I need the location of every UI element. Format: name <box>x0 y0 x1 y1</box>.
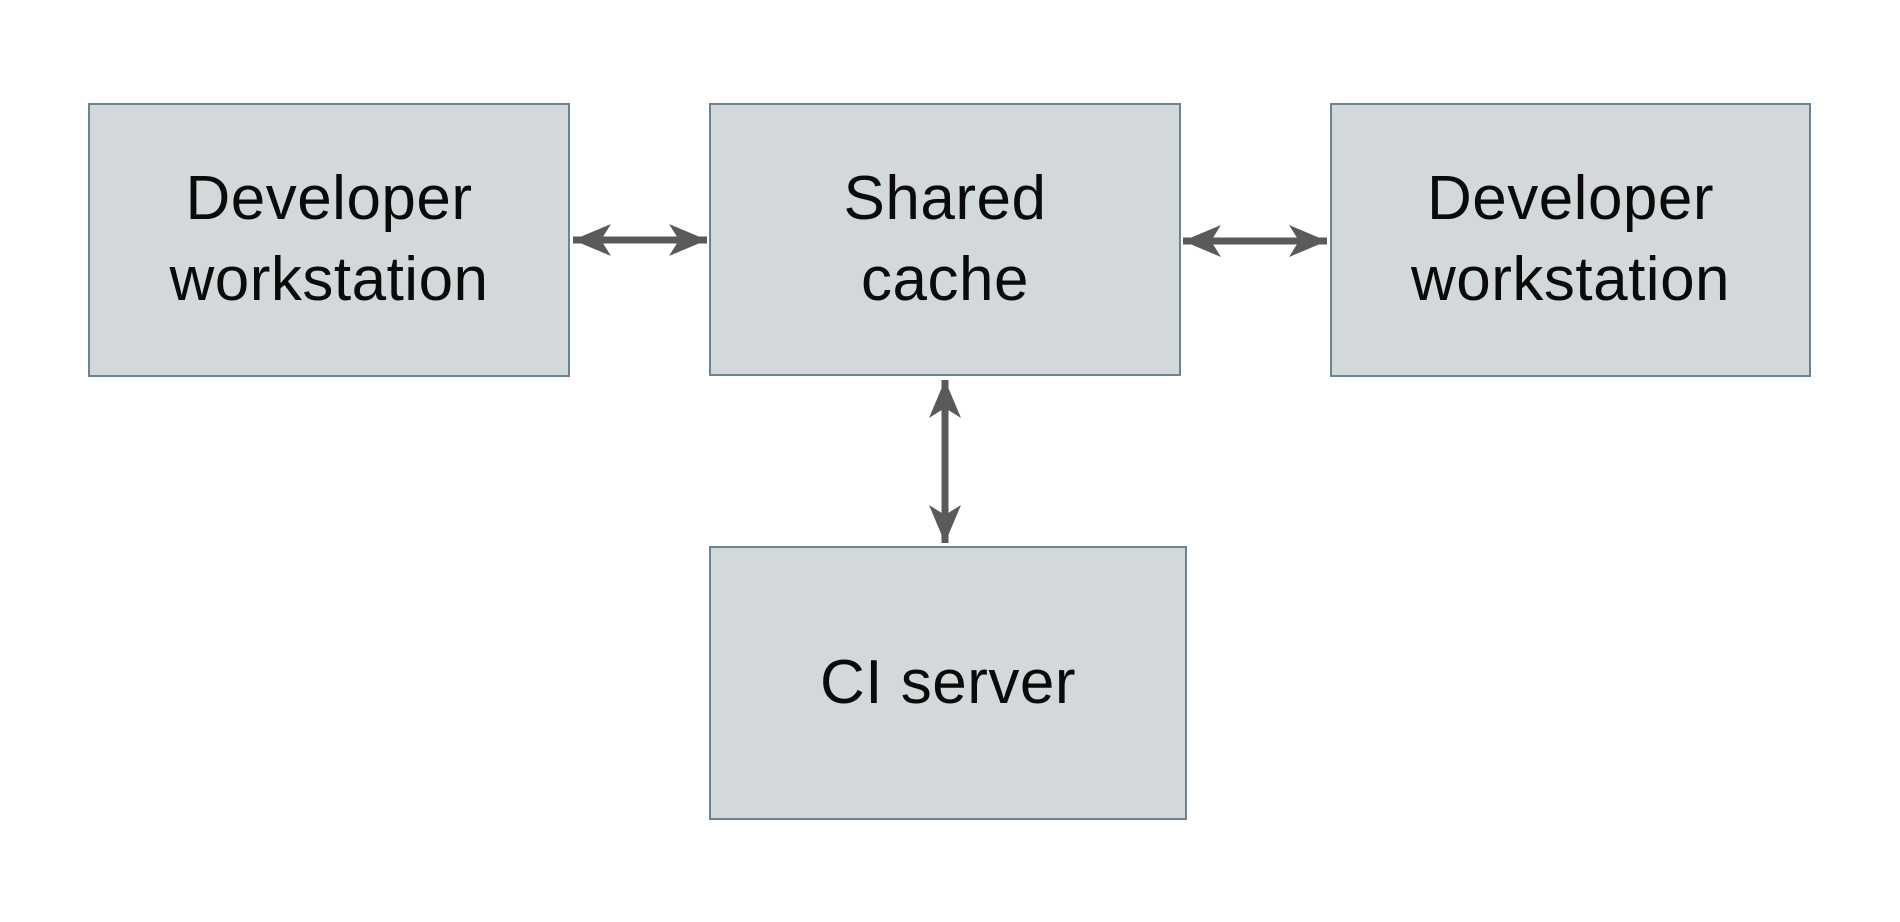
node-label: Developer workstation <box>169 164 489 314</box>
node-label: Developer workstation <box>1410 164 1731 314</box>
node-label: Shared cache <box>843 163 1047 314</box>
node-ci-server: CI server <box>709 546 1187 820</box>
node-developer-workstation-left: Developer workstation <box>88 103 570 377</box>
node-shared-cache: Shared cache <box>709 103 1181 376</box>
node-label: CI server <box>820 647 1076 717</box>
node-developer-workstation-right: Developer workstation <box>1330 103 1811 377</box>
